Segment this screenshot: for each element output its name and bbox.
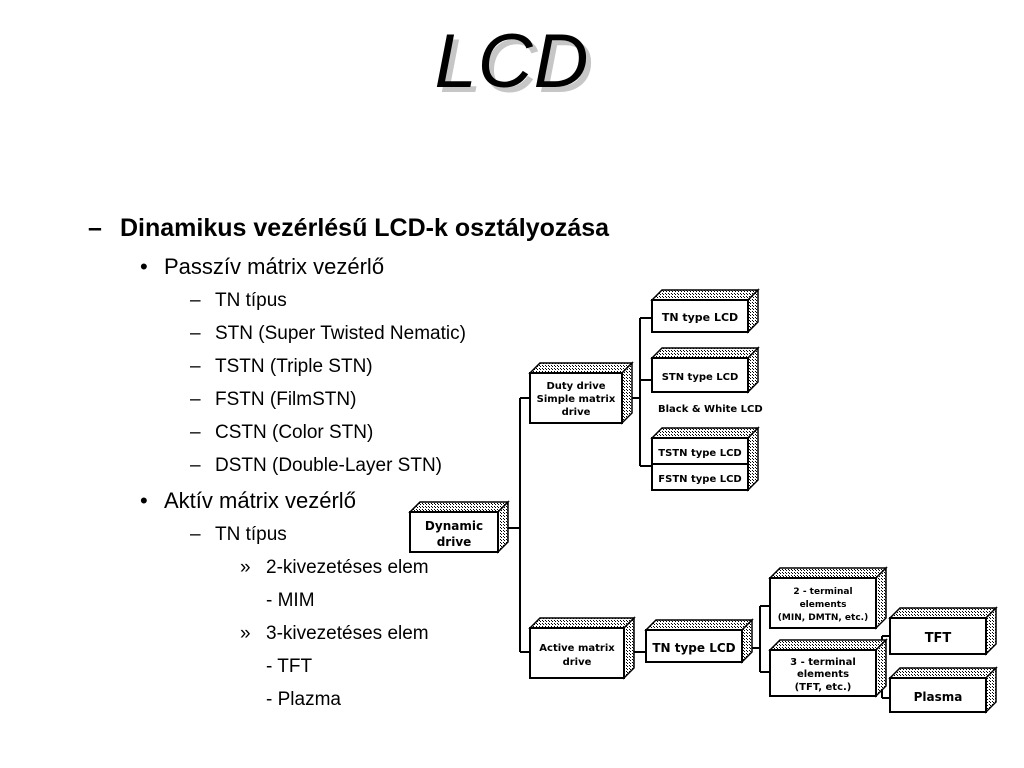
sub-item: - TFT [266, 656, 313, 677]
duty-drive-label: Simple matrix [537, 394, 616, 405]
duty-drive-label: Duty drive [546, 381, 605, 392]
sub-item: 3-kivezetéses elem [266, 623, 429, 644]
duty-drive-label: drive [562, 407, 591, 418]
bullet-marker: – [88, 214, 102, 242]
tn-type-lcd-label: TN type LCD [662, 311, 738, 324]
active-matrix-drive-label: drive [563, 657, 592, 668]
tn-type-lcd-label: TN type LCD [652, 641, 735, 655]
bullet-marker: • [140, 254, 148, 279]
bullet-marker: – [190, 389, 201, 410]
passive-item: FSTN (FilmSTN) [215, 389, 357, 410]
sub-item: - MIM [266, 590, 315, 611]
plasma-label: Plasma [914, 690, 963, 704]
active-matrix-bullet: Aktív mátrix vezérlő [164, 488, 356, 513]
tn-type-lcd-passive-box: TN type LCD [650, 288, 760, 334]
bullet-marker: – [190, 290, 201, 311]
passive-item: DSTN (Double-Layer STN) [215, 455, 442, 476]
tn-type-lcd-active-box: TN type LCD [644, 618, 754, 664]
tft-box: TFT [888, 606, 998, 656]
dynamic-drive-label: drive [437, 535, 472, 549]
stn-type-lcd-label: STN type LCD [662, 372, 739, 383]
passive-item: STN (Super Twisted Nematic) [215, 323, 466, 344]
duty-drive-box: Duty drive Simple matrix drive [528, 361, 634, 425]
bullet-marker: – [190, 356, 201, 377]
sub-item: - Plazma [266, 689, 341, 710]
bullet-marker: – [190, 422, 201, 443]
bullet-marker: – [190, 524, 201, 545]
slide-title: LCD [434, 19, 590, 104]
three-terminal-label: (TFT, etc.) [795, 682, 852, 693]
bullet-marker: – [190, 455, 201, 476]
three-terminal-label: 3 - terminal [790, 657, 856, 668]
dynamic-drive-label: Dynamic [425, 519, 483, 533]
three-terminal-label: elements [797, 669, 849, 680]
dynamic-drive-box: Dynamic drive [408, 500, 510, 554]
tstn-fstn-box: TSTN type LCD FSTN type LCD [650, 426, 760, 492]
two-terminal-elements-box: 2 - terminal elements (MIN, DMTN, etc.) [768, 566, 888, 630]
stn-type-lcd-box: STN type LCD [650, 346, 760, 394]
black-white-lcd-label: Black & White LCD [658, 404, 763, 415]
tstn-type-lcd-label: TSTN type LCD [658, 448, 741, 459]
tft-label: TFT [925, 631, 952, 646]
three-terminal-elements-box: 3 - terminal elements (TFT, etc.) [768, 638, 888, 698]
bullet-marker: • [140, 488, 148, 513]
fstn-type-lcd-label: FSTN type LCD [658, 474, 741, 485]
passive-matrix-bullet: Passzív mátrix vezérlő [164, 254, 385, 279]
active-item: TN típus [215, 524, 287, 545]
two-terminal-label: elements [800, 600, 847, 610]
passive-item: CSTN (Color STN) [215, 422, 374, 443]
active-matrix-drive-box: Active matrix drive [528, 616, 636, 680]
heading-bullet: Dinamikus vezérlésű LCD-k osztályozása [120, 214, 610, 242]
bullet-marker: » [240, 623, 251, 644]
active-matrix-drive-label: Active matrix [539, 643, 615, 654]
two-terminal-label: (MIN, DMTN, etc.) [778, 613, 868, 623]
two-terminal-label: 2 - terminal [793, 587, 852, 597]
connector-lines [498, 317, 890, 699]
passive-item: TSTN (Triple STN) [215, 356, 373, 377]
bullet-marker: – [190, 323, 201, 344]
passive-item: TN típus [215, 290, 287, 311]
plasma-box: Plasma [888, 666, 998, 714]
sub-item: 2-kivezetéses elem [266, 557, 429, 578]
bullet-marker: » [240, 557, 251, 578]
